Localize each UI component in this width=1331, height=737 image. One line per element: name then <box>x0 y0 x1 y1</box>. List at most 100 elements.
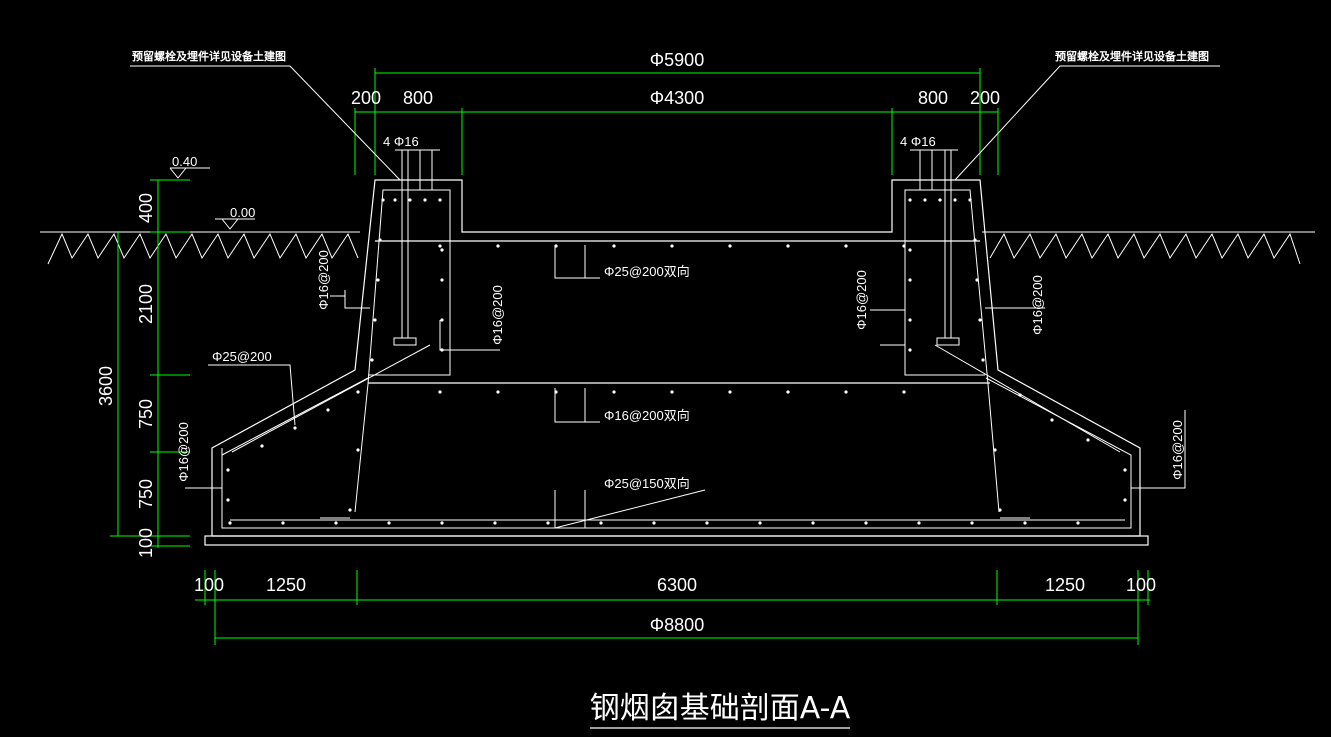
rebar-dot <box>705 521 709 525</box>
rebar-dot <box>1076 521 1080 525</box>
rebar-dot <box>1123 468 1127 472</box>
rebar-dot <box>438 244 442 248</box>
label-stirrup-right-inner: Φ16@200 <box>854 270 869 330</box>
rebar-dot <box>496 390 500 394</box>
rebar-dot <box>370 358 374 362</box>
label-stirrup-right-upper: Φ16@200 <box>1030 275 1045 335</box>
rebar-dot <box>1023 521 1027 525</box>
rebar-dot <box>864 521 868 525</box>
rebar-dot <box>612 390 616 394</box>
rebar-dot <box>1050 418 1054 422</box>
label-slope-bar: Φ25@200 <box>212 349 272 364</box>
rebar-dot <box>260 444 264 448</box>
rebar-dot <box>844 390 848 394</box>
rebar-dot <box>496 244 500 248</box>
dim-overall-dia: Φ8800 <box>650 615 704 635</box>
rebar-dot <box>917 521 921 525</box>
dim-inner-dia: Φ4300 <box>650 88 704 108</box>
rebar-dot <box>438 198 442 202</box>
rebar-dot <box>440 248 444 252</box>
rebar-dot <box>938 198 942 202</box>
elevation-ground: 0.00 <box>230 205 255 220</box>
rebar-dot <box>728 244 732 248</box>
note-right: 预留螺栓及埋件详见设备土建图 <box>1055 49 1209 63</box>
rebar-dot <box>811 521 815 525</box>
rebar-dot <box>908 348 912 352</box>
rebar-dot <box>1123 498 1127 502</box>
rebar-dot <box>908 248 912 252</box>
rebar-dot <box>281 521 285 525</box>
label-bolts-right: 4 Φ16 <box>900 134 936 149</box>
rebar-dot <box>226 498 230 502</box>
rebar-dot <box>381 198 385 202</box>
note-left: 预留螺栓及埋件详见设备土建图 <box>132 49 286 63</box>
rebar-dot <box>334 521 338 525</box>
dim-bottom-6300: 6300 <box>657 575 697 595</box>
dim-left-750a: 750 <box>136 399 156 429</box>
rebar-dot <box>228 521 232 525</box>
label-stirrup-left-inner: Φ16@200 <box>490 285 505 345</box>
rebar-dot <box>908 318 912 322</box>
dim-left-800: 800 <box>403 88 433 108</box>
rebar-dot <box>973 238 977 242</box>
rebar-dot <box>326 408 330 412</box>
rebar-dot <box>393 198 397 202</box>
foundation-outline <box>204 179 1149 546</box>
dim-outer-dia: Φ5900 <box>650 50 704 70</box>
note-leaders <box>130 65 1220 529</box>
rebar-dot <box>981 358 985 362</box>
rebar-dot <box>493 521 497 525</box>
rebar-dot <box>908 198 912 202</box>
dim-bottom-left-1250: 1250 <box>266 575 306 595</box>
dim-right-200: 200 <box>970 88 1000 108</box>
rebar-dot <box>970 521 974 525</box>
rebar-dot <box>440 318 444 322</box>
label-stirrup-left-upper: Φ16@200 <box>316 250 331 310</box>
rebar-dot <box>546 521 550 525</box>
dim-left-2100: 2100 <box>136 284 156 324</box>
dimension-lines <box>110 68 1150 645</box>
rebar-dot <box>440 278 444 282</box>
rebar-dot <box>902 390 906 394</box>
rebar-dot <box>993 448 997 452</box>
label-mid-mesh: Φ16@200双向 <box>604 408 690 423</box>
dim-total-3600: 3600 <box>96 366 116 406</box>
rebar-dot <box>378 238 382 242</box>
rebar-dot <box>978 318 982 322</box>
rebar-dot <box>373 318 377 322</box>
rebar-dot <box>652 521 656 525</box>
rebar-dot <box>423 198 427 202</box>
rebar-dot <box>356 448 360 452</box>
rebar-dot <box>612 244 616 248</box>
dim-bottom-right-1250: 1250 <box>1045 575 1085 595</box>
rebar-dot <box>670 244 674 248</box>
label-bottom-mesh: Φ25@150双向 <box>604 476 690 491</box>
rebar-dot <box>998 508 1002 512</box>
rebar-dot <box>758 521 762 525</box>
rebar-dot <box>408 198 412 202</box>
rebar-dot <box>356 390 360 394</box>
dim-left-100: 100 <box>136 528 156 558</box>
dim-bottom-right-100: 100 <box>1126 575 1156 595</box>
label-top-mesh: Φ25@200双向 <box>604 264 690 279</box>
rebar-dot <box>728 390 732 394</box>
drawing-title: 钢烟囱基础剖面A-A <box>590 691 851 726</box>
dim-right-800: 800 <box>918 88 948 108</box>
rebar-dots <box>226 198 1127 525</box>
dim-left-400: 400 <box>136 193 156 223</box>
dim-left-200: 200 <box>351 88 381 108</box>
rebar-dot <box>348 508 352 512</box>
dim-bottom-left-100: 100 <box>194 575 224 595</box>
elevation-top: 0.40 <box>172 154 197 169</box>
rebar-dot <box>599 521 603 525</box>
ground-hatch <box>47 232 1301 265</box>
elevation-markers <box>169 167 255 230</box>
rebar-dot <box>440 521 444 525</box>
rebar-dot <box>1086 438 1090 442</box>
rebar-dot <box>923 198 927 202</box>
rebar-dot <box>670 390 674 394</box>
rebar-dot <box>387 521 391 525</box>
rebar-dot <box>786 390 790 394</box>
rebar-dot <box>844 244 848 248</box>
